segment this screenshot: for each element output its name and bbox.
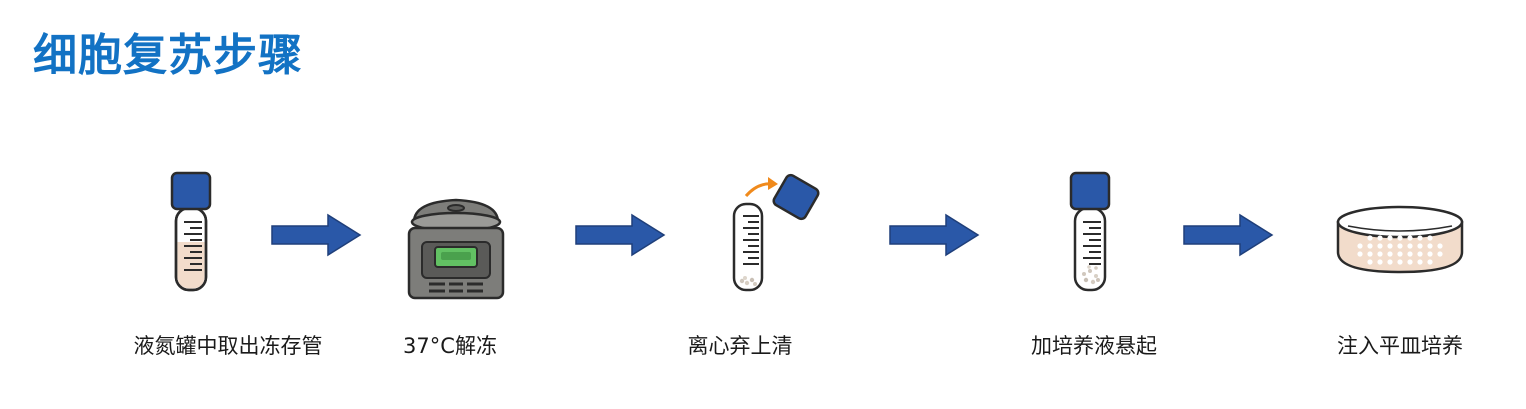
step-4-label: 加培养液悬起	[1031, 334, 1157, 358]
flow-arrow-2	[575, 213, 666, 257]
petri-dish-icon	[1336, 205, 1464, 274]
step-2-label: 37°C解冻	[403, 334, 497, 358]
step-4-resuspended-tube	[1067, 170, 1115, 294]
cryovial-icon	[170, 171, 212, 292]
water-bath-icon	[407, 198, 505, 300]
step-1-label: 液氮罐中取出冻存管	[133, 334, 323, 358]
step-5-label: 注入平皿培养	[1337, 334, 1463, 358]
page-title: 细胞复苏步骤	[33, 30, 303, 81]
step-5-petri-dish	[1334, 200, 1466, 276]
centrifuge-tube-icon	[732, 173, 820, 292]
step-3-label: 离心弃上清	[687, 334, 793, 358]
step-3-centrifuge-tube	[724, 172, 824, 294]
flow-arrow-4	[1183, 213, 1274, 257]
step-2-water-bath	[402, 192, 510, 302]
flow-arrow-1	[271, 213, 362, 257]
flow-arrow-3	[889, 213, 980, 257]
step-1-cryovial	[168, 170, 216, 294]
resuspended-tube-icon	[1069, 171, 1111, 292]
